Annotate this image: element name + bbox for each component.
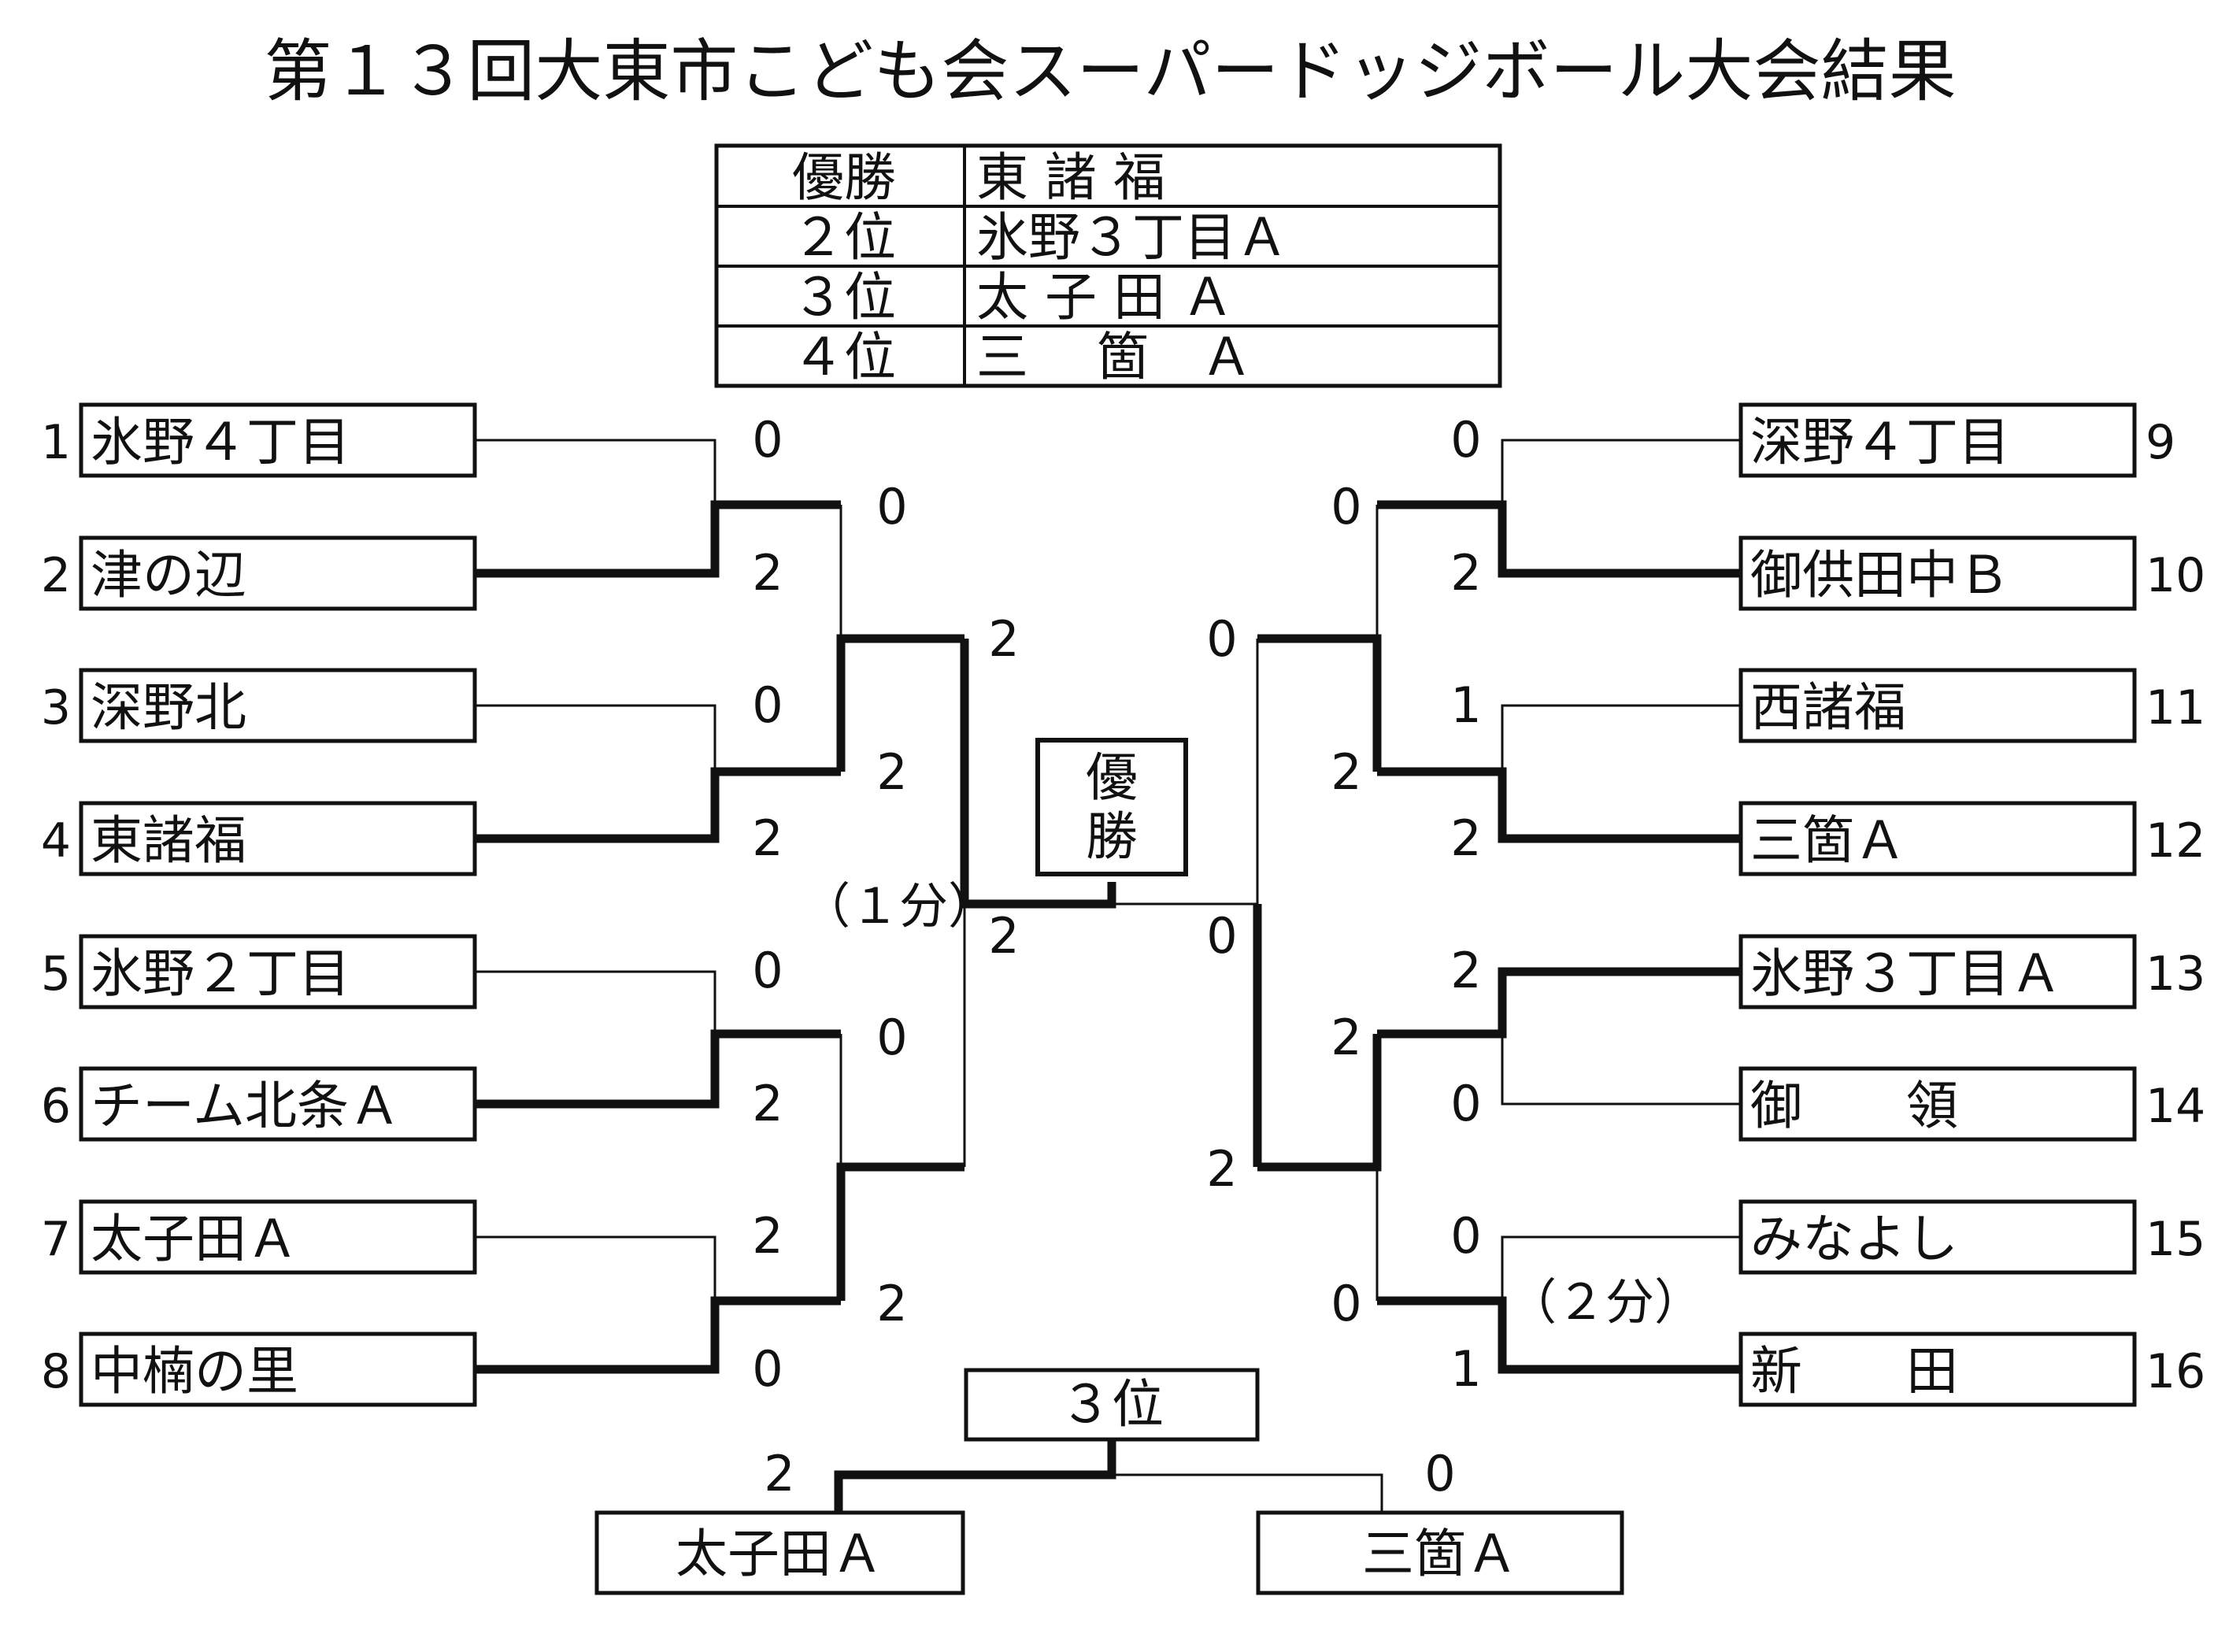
left-seed: 5 <box>41 946 71 1002</box>
right-seed: 15 <box>2146 1212 2205 1267</box>
score: 2 <box>1450 544 1481 602</box>
score: 0 <box>752 676 783 734</box>
right-team-name: 御 領 <box>1750 1076 1958 1136</box>
score: 0 <box>1206 610 1237 668</box>
left-bracket-lines <box>475 439 1116 1374</box>
result-rank-4: ４位 <box>792 327 896 387</box>
score: 1 <box>1450 1340 1481 1398</box>
right-scores: 0 2 1 2 2 0 0 1 （２分） 0 2 2 0 0 0 2 <box>1206 411 1703 1398</box>
result-team-3: 太 子 田 Ａ <box>976 267 1234 328</box>
time-note: （１分） <box>802 877 997 935</box>
result-team-1: 東 諸 福 <box>976 147 1165 208</box>
right-team-name: 御供田中Ｂ <box>1750 545 2010 606</box>
results-table: 優勝 東 諸 福 ２位 氷野３丁目Ａ ３位 太 子 田 Ａ ４位 三 箇 Ａ <box>714 143 1502 388</box>
right-team-name: みなよし <box>1750 1209 1958 1269</box>
score: 0 <box>1450 1075 1481 1132</box>
third-left-team: 太子田Ａ <box>676 1524 883 1584</box>
right-seed: 9 <box>2146 415 2175 470</box>
left-team-name: 津の辺 <box>91 545 246 606</box>
right-seed: 11 <box>2146 680 2205 735</box>
page-title: 第１３回大東市こども会スーパードッジボール大会結果 <box>264 32 1956 111</box>
left-scores: 0 2 0 2 0 2 2 0 0 2 0 2 2 2 （１分） <box>752 411 1019 1398</box>
score: 0 <box>1206 907 1237 965</box>
left-team-name: チーム北条Ａ <box>91 1076 401 1136</box>
score: 2 <box>1450 942 1481 999</box>
left-seed: 2 <box>41 548 71 603</box>
score: 2 <box>988 610 1019 668</box>
right-team-name: 深野４丁目 <box>1750 412 2010 472</box>
right-team-name: 西諸福 <box>1750 677 1906 738</box>
left-team-name: 中楠の里 <box>91 1341 298 1402</box>
right-team-column: 深野４丁目 9 御供田中Ｂ 10 西諸福 11 三箇Ａ 12 氷野３丁目Ａ 13… <box>1738 402 2205 1407</box>
left-seed: 8 <box>41 1344 71 1399</box>
final-label-1: 優 <box>1086 747 1138 808</box>
left-team-column: 1 氷野４丁目 2 津の辺 3 深野北 4 東諸福 5 氷野２丁目 6 チーム北… <box>41 402 477 1407</box>
right-seed: 16 <box>2146 1344 2205 1399</box>
score: 0 <box>876 1009 907 1066</box>
final-label-2: 勝 <box>1086 806 1138 867</box>
right-team-name: 新 田 <box>1750 1341 1958 1402</box>
score: 2 <box>1450 809 1481 867</box>
right-seed: 10 <box>2146 548 2205 603</box>
left-seed: 4 <box>41 813 71 869</box>
third-place-label: ３位 <box>1060 1374 1164 1435</box>
right-seed: 13 <box>2146 946 2205 1002</box>
score: 2 <box>752 809 783 867</box>
score: 0 <box>752 411 783 469</box>
score: 2 <box>876 1275 907 1332</box>
third-left-score: 2 <box>764 1445 794 1502</box>
score: 0 <box>752 942 783 999</box>
score: 0 <box>1331 1275 1361 1332</box>
result-rank-1: 優勝 <box>792 147 896 208</box>
score: 2 <box>752 544 783 602</box>
result-team-2: 氷野３丁目Ａ <box>976 207 1288 268</box>
right-team-name: 氷野３丁目Ａ <box>1750 943 2062 1004</box>
left-team-name: 太子田Ａ <box>91 1209 298 1269</box>
score: 2 <box>876 743 907 801</box>
score: 2 <box>988 907 1019 965</box>
third-right-score: 0 <box>1424 1445 1455 1502</box>
result-rank-2: ２位 <box>792 207 896 268</box>
score: 0 <box>752 1340 783 1398</box>
left-team-name: 深野北 <box>91 677 246 738</box>
result-rank-3: ３位 <box>792 267 896 328</box>
left-team-name: 氷野２丁目 <box>91 943 350 1004</box>
score: 0 <box>1450 411 1481 469</box>
result-team-4: 三 箇 Ａ <box>976 327 1253 387</box>
right-team-name: 三箇Ａ <box>1750 810 1906 871</box>
score: 0 <box>876 478 907 535</box>
score: 1 <box>1450 676 1481 734</box>
final-box: 優 勝 <box>1035 738 1188 876</box>
score: 2 <box>1331 743 1361 801</box>
score: 2 <box>752 1075 783 1132</box>
left-team-name: 氷野４丁目 <box>91 412 350 472</box>
time-note: （２分） <box>1508 1273 1703 1331</box>
left-seed: 6 <box>41 1079 71 1134</box>
score: 2 <box>1331 1009 1361 1066</box>
score: 0 <box>1331 478 1361 535</box>
third-right-team: 三箇Ａ <box>1362 1524 1518 1584</box>
left-seed: 7 <box>41 1212 71 1267</box>
right-seed: 14 <box>2146 1079 2205 1134</box>
left-seed: 1 <box>41 415 71 470</box>
right-seed: 12 <box>2146 813 2205 869</box>
left-team-name: 東諸福 <box>91 810 246 871</box>
third-place-match: ３位 太子田Ａ 三箇Ａ 2 0 <box>594 1368 1624 1595</box>
left-seed: 3 <box>41 680 71 735</box>
score: 2 <box>1206 1140 1237 1198</box>
score: 0 <box>1450 1207 1481 1265</box>
right-bracket-lines <box>1112 439 1741 1374</box>
score: 2 <box>752 1207 783 1265</box>
